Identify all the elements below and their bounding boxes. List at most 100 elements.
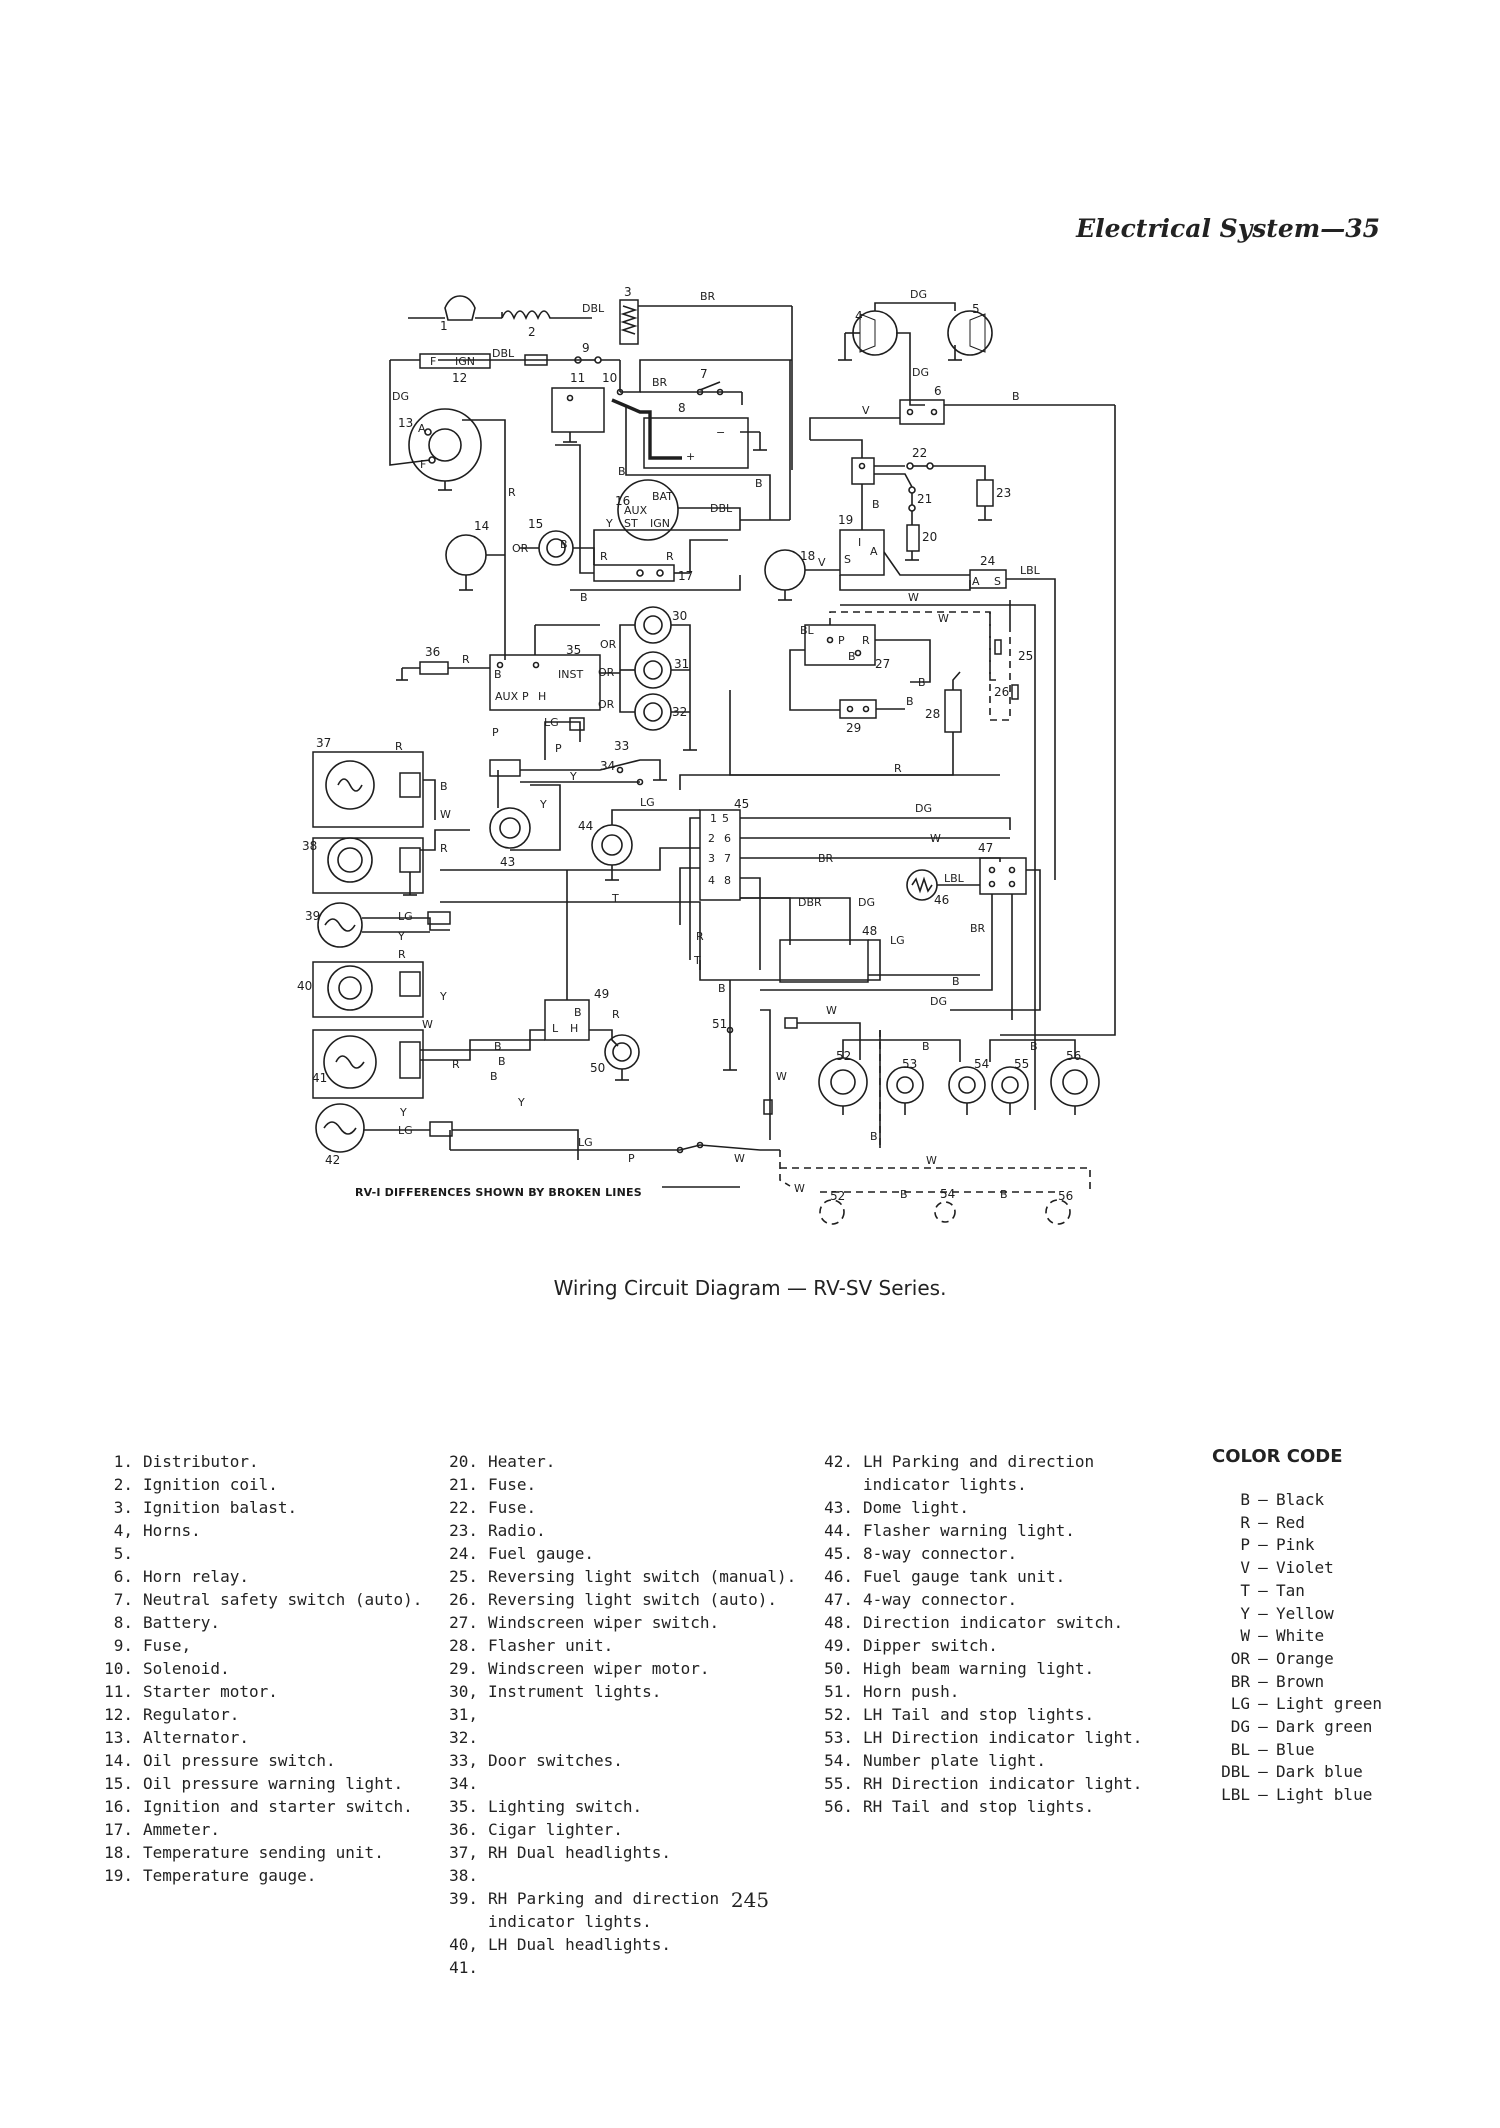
solenoid: 11 10 (551, 359, 792, 443)
legend-item: 55.RH Direction indicator light. (815, 1772, 1142, 1795)
wire-b-55: B (1030, 1040, 1038, 1053)
label-25: 25 (1018, 649, 1033, 663)
legend-item-description: Flasher unit. (488, 1636, 614, 1655)
legend-item-number: 56. (824, 1797, 853, 1816)
color-code-dash: – (1258, 1648, 1268, 1668)
cigar-lighter-36: 36 R (396, 645, 490, 681)
label-18: 18 (800, 549, 815, 563)
wire-br-top: BR (700, 290, 716, 303)
legend-item-description: Ignition coil. (143, 1475, 278, 1494)
c45-7: 7 (724, 852, 731, 865)
legend-item-number: 26. (449, 1590, 478, 1609)
label-15: 15 (528, 517, 543, 531)
legend-item-number: 39. (449, 1889, 478, 1908)
wire-br-47: BR (970, 922, 986, 935)
wire-y-39: Y (397, 930, 405, 943)
label-21: 21 (917, 492, 932, 506)
sw-st: ST (624, 517, 638, 530)
legend-item-description: RH Parking and direction (488, 1889, 720, 1908)
color-code-entry: B–Black (1200, 1489, 1382, 1512)
wire-t-low: T (693, 954, 701, 967)
color-code-value: Light green (1276, 1694, 1382, 1714)
legend-item-number: 52. (824, 1705, 853, 1724)
legend-item-number: 47. (824, 1590, 853, 1609)
legend-item-number: 46. (824, 1567, 853, 1586)
legend-item: 16.Ignition and starter switch. (95, 1795, 422, 1818)
c45-4: 4 (708, 874, 715, 887)
fuel-gauge-24: A S 24 LBL W (839, 554, 1056, 1110)
legend-item: 52.LH Tail and stop lights. (815, 1703, 1142, 1726)
color-code-value: Pink (1276, 1535, 1315, 1555)
color-code-value: Orange (1276, 1648, 1334, 1668)
legend-item: 39. RH Parking and direction (418, 1887, 796, 1910)
wire-dbr: DBR (798, 896, 822, 909)
color-code-key: V (1240, 1558, 1250, 1578)
wire-r-38: R (440, 842, 448, 855)
color-code-dash: – (1258, 1580, 1268, 1600)
color-code-entry: W–White (1200, 1625, 1382, 1648)
legend-item-description: Horns. (143, 1521, 201, 1540)
legend-item: indicator lights. (418, 1910, 796, 1933)
rh-parking-39: 39 LG Y (305, 902, 451, 948)
label-35: 35 (566, 643, 581, 657)
wire-dbl-top: DBL (582, 302, 605, 315)
label-10: 10 (602, 371, 617, 385)
legend-item-number: 8. (113, 1613, 133, 1632)
legend-item-number: 25. (449, 1567, 478, 1586)
legend-item-description: Cigar lighter. (488, 1820, 623, 1839)
wire-lg-mid: LG (544, 716, 559, 729)
legend-item-number: 15. (104, 1774, 133, 1793)
legend-item-description: Dome light. (863, 1498, 969, 1517)
color-code-key: T (1240, 1580, 1250, 1600)
legend-item-description: Temperature gauge. (143, 1866, 317, 1885)
legend-item-description: Ignition balast. (143, 1498, 298, 1517)
wire-w-dash2: W (926, 1154, 937, 1167)
legend-item-description: Neutral safety switch (auto). (143, 1590, 423, 1609)
dash-54: 54 (940, 1187, 955, 1201)
c45-5: 5 (722, 812, 729, 825)
legend-item-description: LH Parking and direction (863, 1452, 1095, 1471)
legend-item-number: 51. (824, 1682, 853, 1701)
dash-56: 56 (1058, 1189, 1073, 1203)
fuel-tank-unit-46: 46 LBL (906, 869, 980, 907)
wire-lbl-24: LBL (1020, 564, 1041, 577)
wire-b-dash2: B (1000, 1188, 1008, 1201)
legend-item: 23.Radio. (418, 1519, 796, 1542)
legend-item-number: 42. (824, 1452, 853, 1471)
dome-light-43: 43 P Y (489, 726, 561, 869)
color-code-dash: – (1258, 1603, 1268, 1623)
color-code-entry: V–Violet (1200, 1557, 1382, 1580)
wire-t-bus: T (611, 892, 619, 905)
wire-b-28: B (918, 676, 926, 689)
label-38: 38 (302, 839, 317, 853)
legend-item-description: Fuse, (143, 1636, 192, 1655)
fg-s: S (994, 575, 1001, 588)
legend-item-description: 4-way connector. (863, 1590, 1018, 1609)
legend-item-description: Regulator. (143, 1705, 240, 1724)
ls-h: H (538, 690, 546, 703)
sw-aux: AUX (624, 504, 648, 517)
label-36: 36 (425, 645, 440, 659)
label-41: 41 (312, 1071, 327, 1085)
color-code-value: Light blue (1276, 1785, 1373, 1805)
legend-item: 18.Temperature sending unit. (95, 1841, 422, 1864)
legend-item: 45.8-way connector. (815, 1542, 1142, 1565)
label-6: 6 (934, 384, 942, 398)
color-code-key: R (1240, 1512, 1250, 1532)
legend-item-number: 48. (824, 1613, 853, 1632)
label-4: 4 (855, 309, 863, 323)
legend-item: 1.Distributor. (95, 1450, 422, 1473)
alt-f: F (420, 458, 426, 471)
legend-item-number: 55. (824, 1774, 853, 1793)
color-code-dash: – (1258, 1717, 1268, 1737)
legend-item-number: 27. (449, 1613, 478, 1632)
rh-headlight-38: 38 R (302, 829, 470, 896)
c45-6: 6 (724, 832, 731, 845)
legend-item-number: 9. (113, 1636, 133, 1655)
legend-item-description: RH Dual headlights. (488, 1843, 672, 1862)
legend-item-number: 19. (104, 1866, 133, 1885)
legend-item-number: 24. (449, 1544, 478, 1563)
label-7: 7 (700, 367, 708, 381)
color-code-key: Y (1240, 1603, 1250, 1623)
